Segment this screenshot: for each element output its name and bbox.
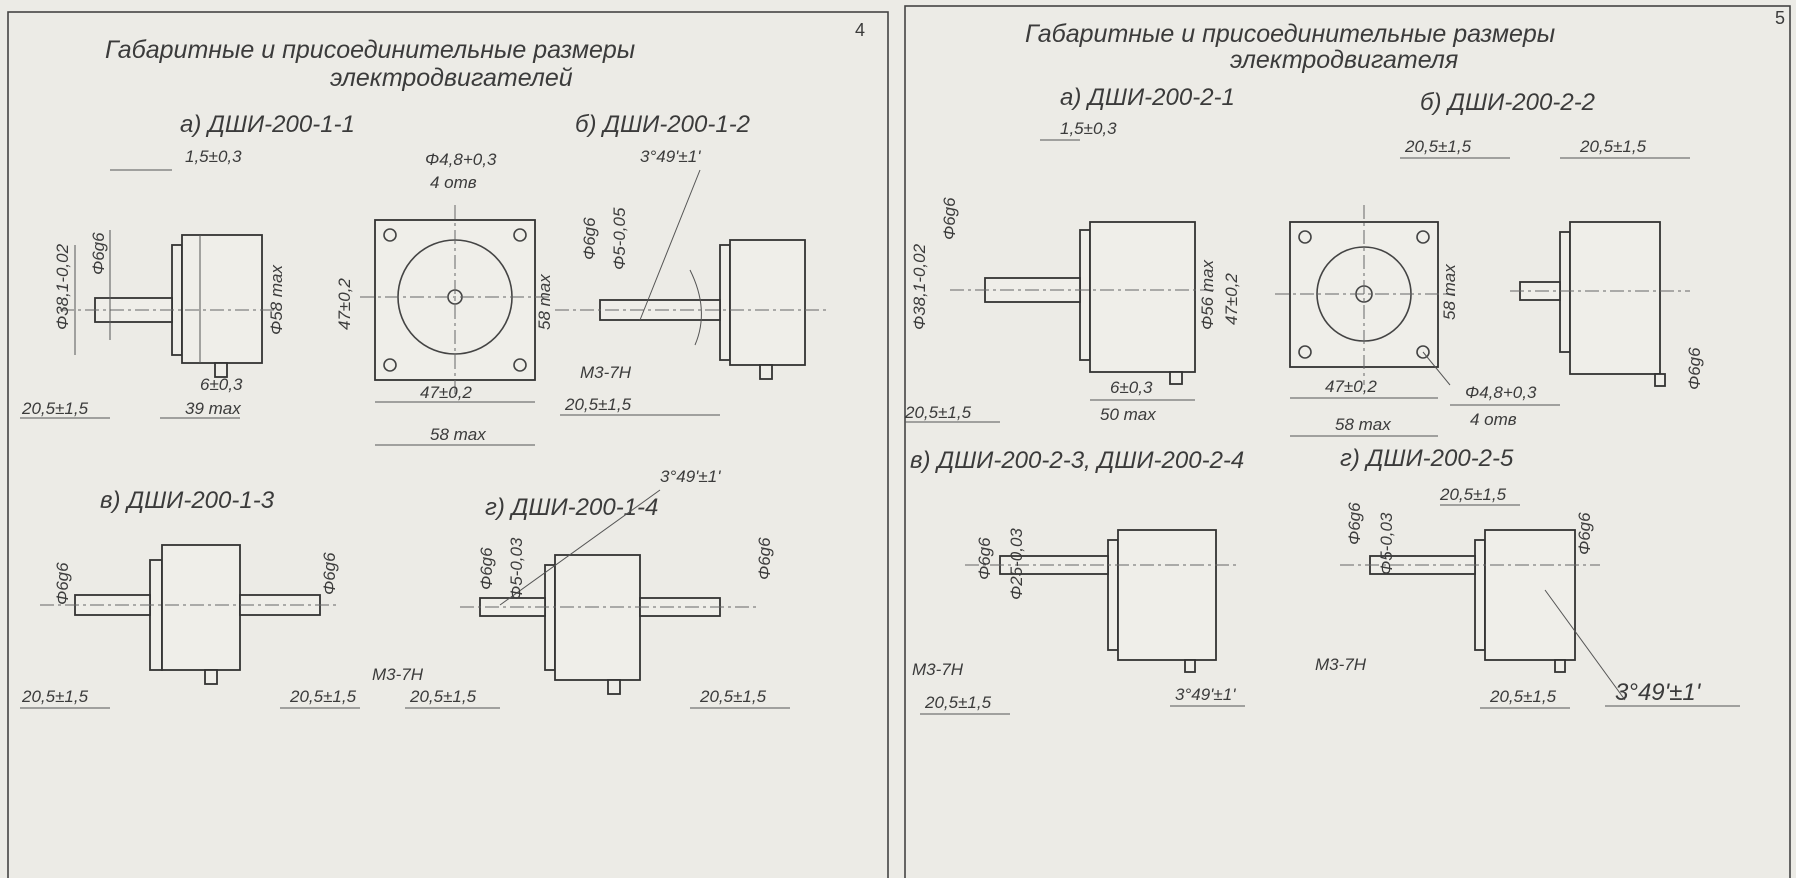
- dimension-text: Φ4,8+0,3: [1465, 383, 1537, 402]
- figure-b-dshi-200-2-2: б) ДШИ-200-2-2 20,5±1,5 20,5±1,5 Φ6g6: [1400, 89, 1704, 390]
- motor-body: [1117, 529, 1217, 661]
- figure-label: в) ДШИ-200-1-3: [100, 487, 275, 514]
- page-number: 4: [855, 20, 865, 40]
- dimension-text: Φ25-0,03: [1007, 528, 1026, 600]
- figure-label: а) ДШИ-200-1-1: [180, 111, 355, 138]
- dimension-text: Φ58 max: [267, 265, 286, 335]
- dimension-text: 20,5±1,5: [1439, 485, 1507, 504]
- dimension-text: 3°49'±1': [660, 467, 721, 486]
- dimension-text: 1,5±0,3: [1060, 119, 1117, 138]
- motor-side-view: [729, 239, 806, 366]
- dimension-text: 20,5±1,5: [564, 395, 632, 414]
- dimension-text: Φ5-0,03: [507, 537, 526, 600]
- figure-a-dshi-200-2-1: а) ДШИ-200-2-1 1,5±0,3 Φ6g6 Φ38,1-0,02 Φ…: [904, 84, 1560, 437]
- figure-label: г) ДШИ-200-1-4: [485, 494, 658, 521]
- left-page: 4 Габаритные и присоединительные размеры…: [20, 20, 865, 709]
- dimension-text: 58 max: [1335, 415, 1391, 434]
- dimension-text: Φ6g6: [1345, 502, 1364, 545]
- page-title-line1: Габаритные и присоединительные размеры: [105, 36, 635, 64]
- left-page-frame: [7, 11, 889, 878]
- dimension-text: Φ6g6: [975, 537, 994, 580]
- dimension-text: 1,5±0,3: [185, 147, 242, 166]
- dimension-text: Φ5-0,05: [610, 207, 629, 270]
- dimension-text: 20,5±1,5: [21, 399, 89, 418]
- right-page-frame: [904, 5, 1791, 878]
- dimension-text: M3-7H: [580, 363, 632, 382]
- motor-body: [1484, 529, 1576, 661]
- dimension-text: 6±0,3: [1110, 378, 1153, 397]
- dimension-text: Φ56 max: [1198, 260, 1217, 330]
- dimension-text: Φ6g6: [580, 217, 599, 260]
- dimension-text: 47±0,2: [335, 278, 354, 330]
- figure-label: б) ДШИ-200-2-2: [1420, 89, 1595, 116]
- figure-label: г) ДШИ-200-2-5: [1340, 445, 1514, 472]
- dimension-text: 20,5±1,5: [699, 687, 767, 706]
- dimension-text: Φ38,1-0,02: [910, 243, 929, 330]
- dimension-text: 58 max: [1440, 264, 1459, 320]
- dimension-text: Φ6g6: [89, 232, 108, 275]
- dimension-text: 20,5±1,5: [1404, 137, 1472, 156]
- page-number: 5: [1775, 8, 1785, 28]
- dimension-text: 47±0,2: [1222, 273, 1241, 325]
- dimension-text: M3-7H: [1315, 655, 1367, 674]
- figure-a-dshi-200-1-1: а) ДШИ-200-1-1 1,5±0,3 Φ6g6 Φ38,1-0,02 Φ…: [20, 111, 355, 419]
- motor-body: [161, 544, 241, 671]
- dimension-text: Φ5-0,03: [1377, 512, 1396, 575]
- figure-b-dshi-200-1-2: б) ДШИ-200-1-2 Φ4,8+0,3 4 отв 47±0,2 58 …: [335, 111, 830, 446]
- dimension-text: 58 max: [535, 274, 554, 330]
- dimension-text: 3°49'±1': [1175, 685, 1236, 704]
- dimension-text: Φ6g6: [755, 537, 774, 580]
- figure-g-dshi-200-2-5: г) ДШИ-200-2-5 20,5±1,5 Φ6g6 Φ5-0,03 Φ6g…: [1315, 445, 1740, 709]
- dimension-text: Φ38,1-0,02: [53, 243, 72, 330]
- figure-g-dshi-200-1-4: г) ДШИ-200-1-4 3°49'±1' Φ6g6 Φ5-0,03 Φ6g…: [372, 467, 790, 709]
- dimension-text: 50 max: [1100, 405, 1156, 424]
- dimension-text: 20,5±1,5: [409, 687, 477, 706]
- page-title-line2: электродвигателя: [1230, 46, 1458, 74]
- dimension-text: 4 отв: [430, 173, 477, 192]
- page-title-line1: Габаритные и присоединительные размеры: [1025, 20, 1555, 48]
- figure-v-dshi-200-1-3: в) ДШИ-200-1-3 Φ6g6 Φ6g6 20,5±1,5 20,5±1…: [20, 487, 360, 709]
- figure-label: б) ДШИ-200-1-2: [575, 111, 750, 138]
- page-title-line2: электродвигателей: [330, 64, 573, 92]
- dimension-text: M3-7H: [372, 665, 424, 684]
- dimension-text: Φ6g6: [477, 547, 496, 590]
- dimension-text: 20,5±1,5: [924, 693, 992, 712]
- figure-v-dshi-200-2-3-4: в) ДШИ-200-2-3, ДШИ-200-2-4 Φ6g6 Φ25-0,0…: [910, 447, 1245, 715]
- dimension-text: 4 отв: [1470, 410, 1517, 429]
- dimension-text: M3-7H: [912, 660, 964, 679]
- dimension-text: Φ4,8+0,3: [425, 150, 497, 169]
- dimension-text: 39 max: [185, 399, 241, 418]
- dimension-text: 47±0,2: [420, 383, 472, 402]
- dimension-text: Φ6g6: [940, 197, 959, 240]
- dimension-text: 47±0,2: [1325, 377, 1377, 396]
- dimension-text: 20,5±1,5: [21, 687, 89, 706]
- figure-label: а) ДШИ-200-2-1: [1060, 84, 1235, 111]
- right-page: 5 Габаритные и присоединительные размеры…: [904, 8, 1785, 715]
- motor-body: [554, 554, 641, 681]
- dimension-text: Φ6g6: [1575, 512, 1594, 555]
- dimension-text: 3°49'±1': [640, 147, 701, 166]
- dimension-text: Φ6g6: [53, 562, 72, 605]
- dimension-text: 20,5±1,5: [1579, 137, 1647, 156]
- dimension-text: 6±0,3: [200, 375, 243, 394]
- motor-side-view: [1089, 221, 1196, 373]
- figure-label: в) ДШИ-200-2-3, ДШИ-200-2-4: [910, 447, 1244, 474]
- motor-side-view: [1569, 221, 1661, 375]
- dimension-text: Φ6g6: [1685, 347, 1704, 390]
- dimension-text: 20,5±1,5: [1489, 687, 1557, 706]
- motor-body: [181, 234, 263, 364]
- dimension-text: 58 max: [430, 425, 486, 444]
- dimension-text: Φ6g6: [320, 552, 339, 595]
- dimension-text: 3°49'±1': [1615, 679, 1702, 706]
- dimension-text: 20,5±1,5: [289, 687, 357, 706]
- dimension-text: 20,5±1,5: [904, 403, 972, 422]
